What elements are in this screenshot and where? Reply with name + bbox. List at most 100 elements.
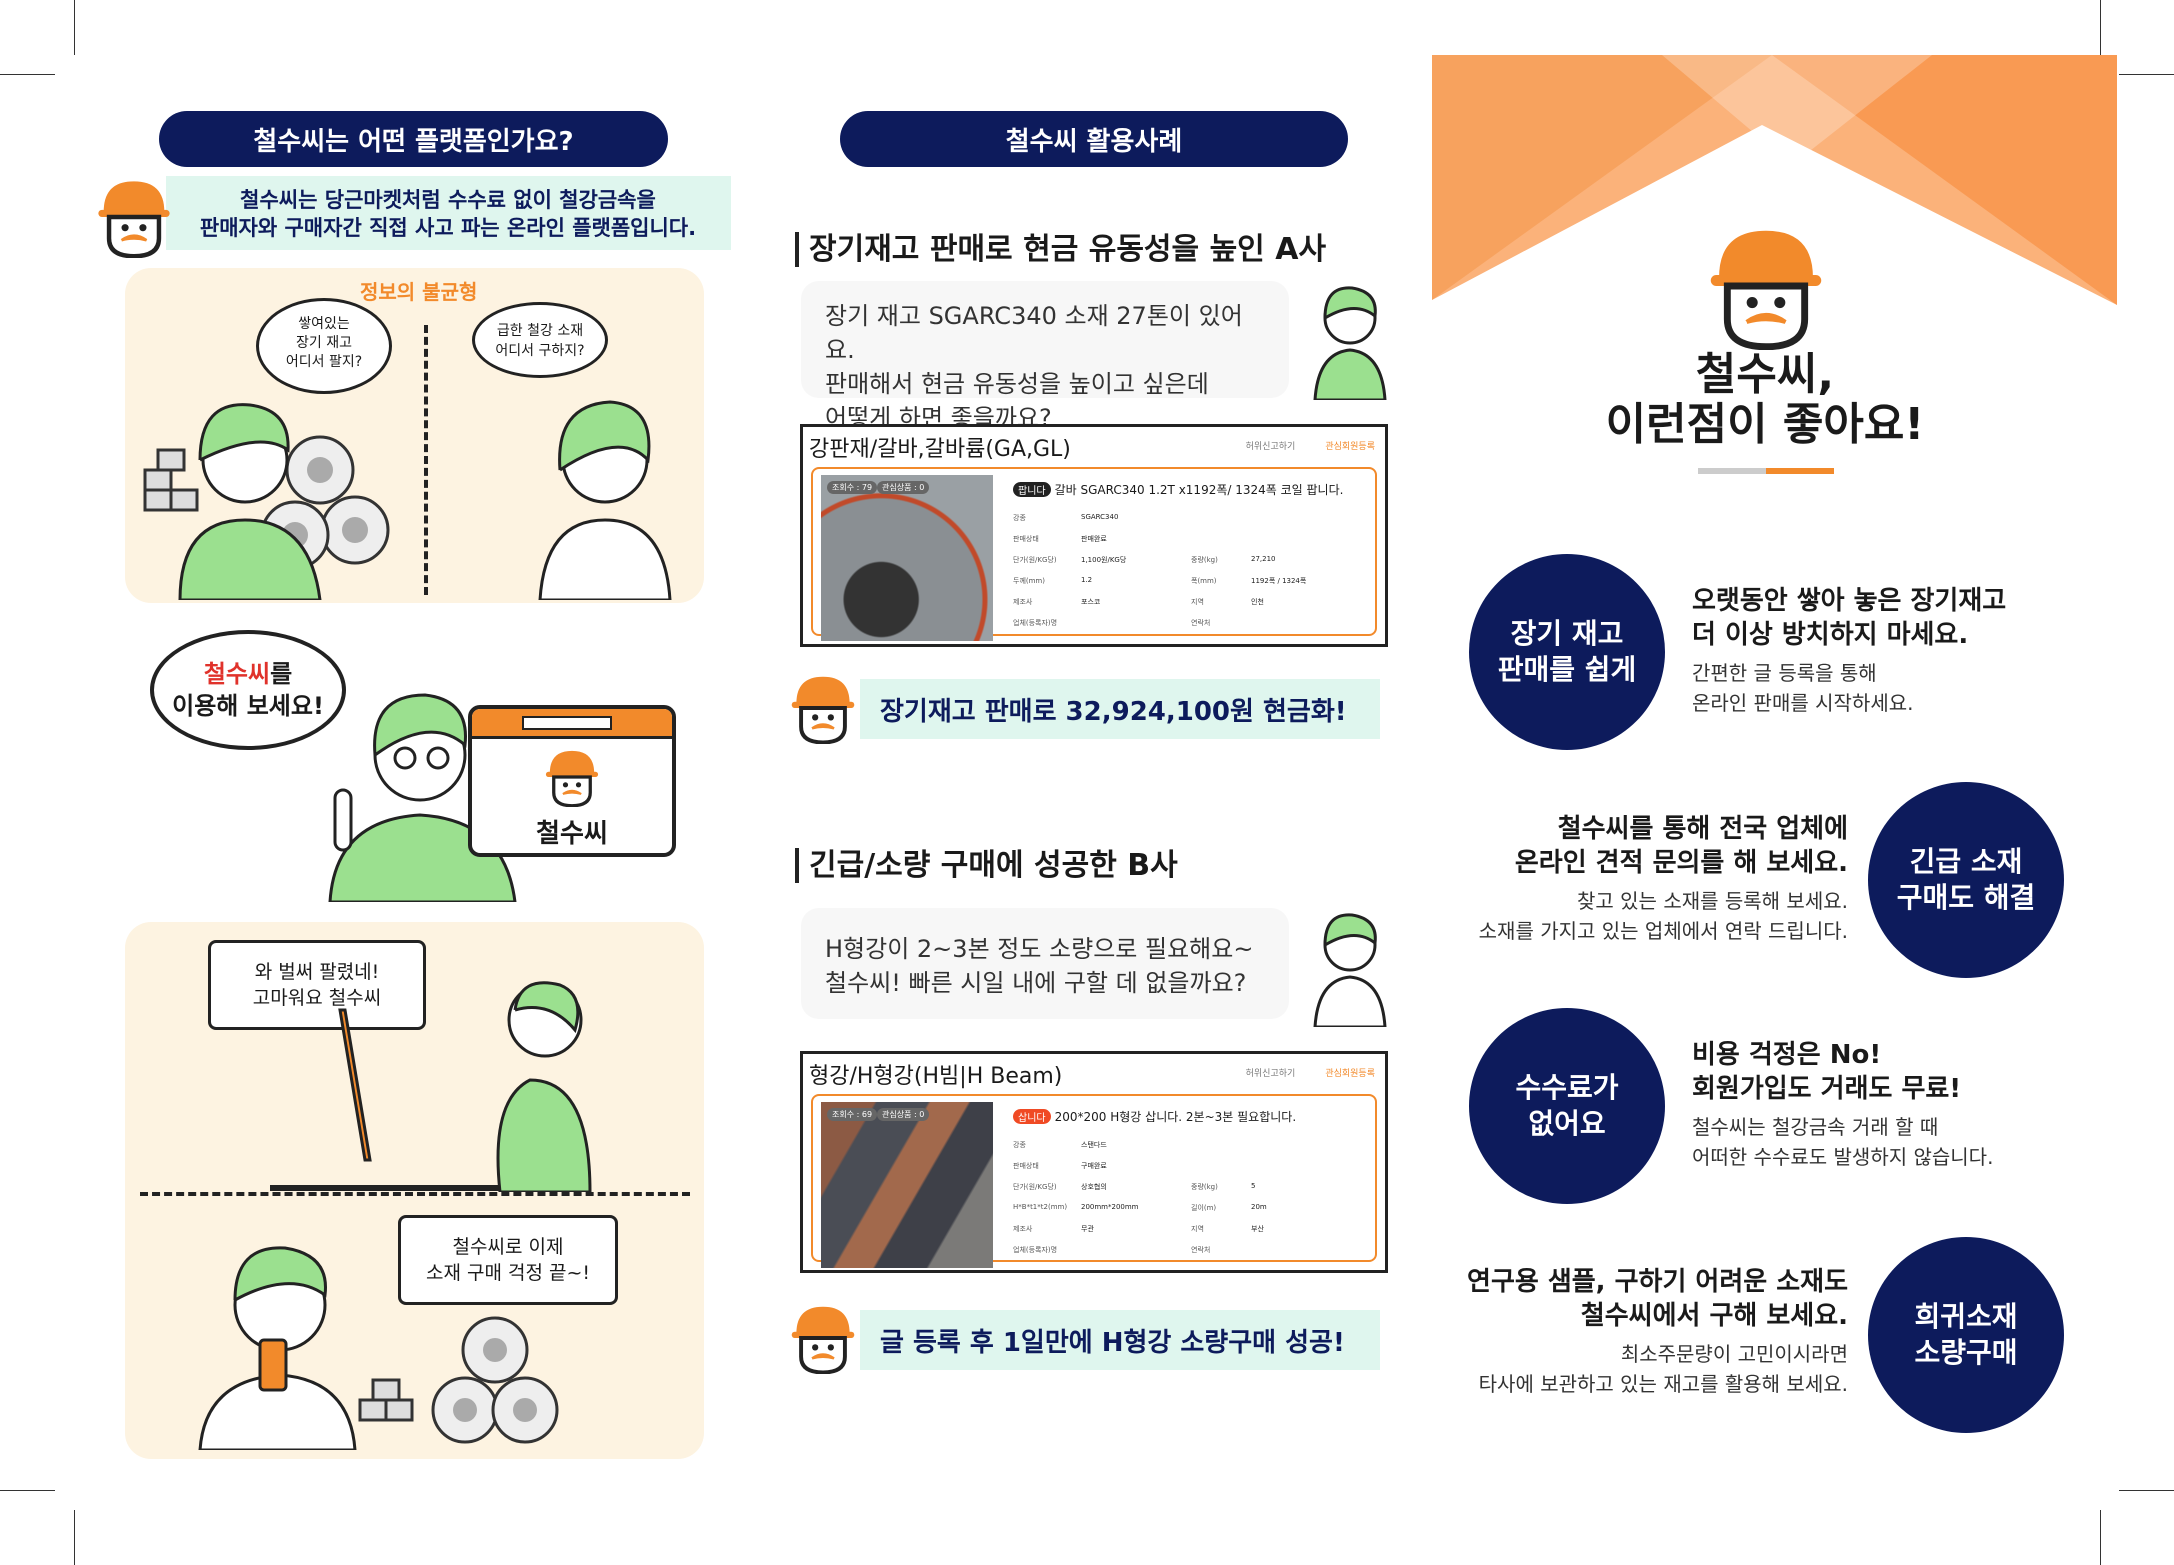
interest-count-tag: 관심상품 : 0	[877, 1108, 930, 1121]
crop-mark	[0, 74, 55, 75]
listing-text: 200*200 H형강 삽니다. 2본~3본 필요합니다.	[1054, 1110, 1297, 1124]
buyer-illustration	[538, 400, 672, 600]
spec-label: 폭(mm)	[1191, 577, 1217, 585]
favorite-member-button[interactable]: 관심회원등록	[1325, 1069, 1375, 1079]
spec-value: 부산	[1251, 1225, 1264, 1233]
spec-label: 제조사	[1013, 598, 1033, 606]
case-b-heading-text: 긴급/소량 구매에 성공한 B사	[795, 848, 1178, 883]
spec-value: 판매완료	[1081, 535, 1107, 543]
cta-text: 를 이용해 보세요!	[172, 660, 324, 720]
feature-heading: 연구용 샘플, 구하기 어려운 소재도 철수씨에서 구해 보세요.	[1467, 1267, 1848, 1331]
favorite-member-button[interactable]: 관심회원등록	[1325, 442, 1375, 452]
mascot-icon	[790, 1304, 856, 1374]
listing-text: 갈바 SGARC340 1.2T x1192폭/ 1324폭 코일 팝니다.	[1054, 483, 1344, 497]
mascot-icon	[790, 674, 856, 744]
buy-badge: 삽니다	[1013, 1109, 1051, 1124]
spec-label: 연락처	[1191, 1246, 1211, 1254]
seller-thought-bubble: 쌓여있는 장기 재고 어디서 팔지?	[256, 298, 392, 394]
view-count-tag: 조회수 : 69	[827, 1108, 878, 1121]
feature-description: 간편한 글 등록을 통해 온라인 판매를 시작하세요.	[1692, 661, 1914, 715]
spec-label: 업체(등록자)명	[1013, 1246, 1058, 1254]
spec-value	[1081, 618, 1191, 628]
spec-label: 강종	[1013, 514, 1026, 522]
listing-card-b[interactable]: 형강/H형강(H빔|H Beam) 허위신고하기 관심회원등록 조회수 : 69 …	[800, 1051, 1388, 1273]
crop-mark	[2100, 1510, 2101, 1565]
listing-card-a[interactable]: 강판재/갈바,갈바륨(GA,GL) 허위신고하기 관심회원등록 조회수 : 79 …	[800, 424, 1388, 647]
desk-worker-illustration	[270, 981, 592, 1192]
category-title: 형강/H형강(H빔|H Beam)	[809, 1064, 1063, 1089]
case-b-quote: H형강이 2~3본 정도 소량으로 필요해요~ 철수씨! 빠른 시일 내에 구할…	[801, 908, 1289, 1019]
feature-description: 철수씨는 철강금속 거래 할 때 어떠한 수수료도 발생하지 않습니다.	[1692, 1115, 1994, 1169]
address-bar	[522, 716, 612, 730]
phone-caller-illustration	[198, 1246, 559, 1450]
spec-label: 연락처	[1191, 619, 1211, 627]
orange-banner-decoration	[1432, 55, 2117, 305]
feature-heading: 철수씨를 통해 전국 업체에 온라인 견적 문의를 해 보세요.	[1514, 814, 1848, 878]
crop-mark	[0, 1490, 55, 1491]
feature-description: 최소주문량이 고민이시라면 타사에 보관하고 있는 재고를 활용해 보세요.	[1478, 1342, 1848, 1396]
mascot-icon	[96, 176, 172, 258]
browser-toolbar	[472, 709, 672, 739]
crop-mark	[2119, 74, 2174, 75]
spec-value: 1.2	[1081, 576, 1093, 584]
spec-value: 1,100원/KG당	[1081, 556, 1127, 564]
spec-value: SGARC340	[1081, 513, 1119, 521]
feature-urgent-purchase: 철수씨를 통해 전국 업체에 온라인 견적 문의를 해 보세요.찾고 있는 소재…	[1479, 812, 1848, 946]
spec-label: 지역	[1191, 1225, 1204, 1233]
buyer-thought-bubble: 급한 철강 소재 어디서 구하지?	[472, 302, 608, 378]
report-link[interactable]: 허위신고하기	[1245, 1069, 1296, 1079]
spec-value: 스탠다드	[1081, 1141, 1107, 1149]
spec-value: 20m	[1251, 1203, 1267, 1211]
brand-text: 철수씨	[203, 660, 271, 688]
feature-circle-long-term-stock: 장기 재고 판매를 쉽게	[1469, 554, 1665, 750]
report-link[interactable]: 허위신고하기	[1245, 442, 1296, 452]
spec-label: 길이(m)	[1191, 1204, 1217, 1212]
spec-label: 중량(kg)	[1191, 556, 1218, 564]
spec-value: 인천	[1251, 598, 1264, 606]
feature-heading: 비용 걱정은 No! 회원가입도 거래도 무료!	[1692, 1040, 1962, 1104]
category-title: 강판재/갈바,갈바륨(GA,GL)	[809, 437, 1071, 462]
spec-value	[1251, 1245, 1371, 1255]
spec-label: 지역	[1191, 598, 1204, 606]
crop-mark	[74, 1510, 75, 1565]
spec-label: 중량(kg)	[1191, 1183, 1218, 1191]
feature-rare-materials: 연구용 샘플, 구하기 어려운 소재도 철수씨에서 구해 보세요. 최소주문량이 …	[1467, 1265, 1848, 1399]
spec-label	[1191, 513, 1251, 523]
mascot-logo	[1708, 222, 1824, 350]
spec-label: 제조사	[1013, 1225, 1033, 1233]
browser-window: 철수씨	[468, 705, 676, 857]
spec-label: 판매상태	[1013, 535, 1039, 543]
case-b-result: 글 등록 후 1일만에 H형강 소량구매 성공!	[860, 1310, 1380, 1370]
case-a-result: 장기재고 판매로 32,924,100원 현금화!	[860, 679, 1380, 739]
mascot-icon	[544, 749, 600, 807]
feature-circle-urgent-purchase: 긴급 소재 구매도 해결	[1868, 782, 2064, 978]
spec-value: 무관	[1081, 1225, 1094, 1233]
title-underline-accent	[1766, 468, 1834, 474]
crop-mark	[2100, 0, 2101, 55]
spec-label: 판매상태	[1013, 1162, 1039, 1170]
spec-value: 5	[1251, 1182, 1256, 1190]
spec-value	[1251, 618, 1371, 628]
spec-value	[1081, 1245, 1191, 1255]
spec-value: 200mm*200mm	[1081, 1203, 1139, 1211]
spec-label	[1191, 1161, 1251, 1171]
divider-dashed	[424, 325, 428, 595]
spec-value: 27,210	[1251, 555, 1276, 563]
case-b-heading: 긴급/소량 구매에 성공한 B사	[795, 840, 1178, 884]
spec-value: 1192폭 / 1324폭	[1251, 577, 1307, 585]
view-count-tag: 조회수 : 79	[827, 481, 878, 494]
spec-label: 두께(mm)	[1013, 577, 1045, 585]
interest-count-tag: 관심상품 : 0	[877, 481, 930, 494]
spec-value	[1251, 1161, 1371, 1171]
intro-banner	[166, 176, 731, 250]
spec-value	[1251, 513, 1371, 523]
done-speech-bubble: 철수씨로 이제 소재 구매 걱정 끝~!	[398, 1215, 618, 1305]
feature-heading: 오랫동안 쌓아 놓은 장기재고 더 이상 방치하지 마세요.	[1692, 586, 2007, 650]
feature-long-term-stock: 오랫동안 쌓아 놓은 장기재고 더 이상 방치하지 마세요. 간편한 글 등록을 …	[1692, 584, 2006, 718]
